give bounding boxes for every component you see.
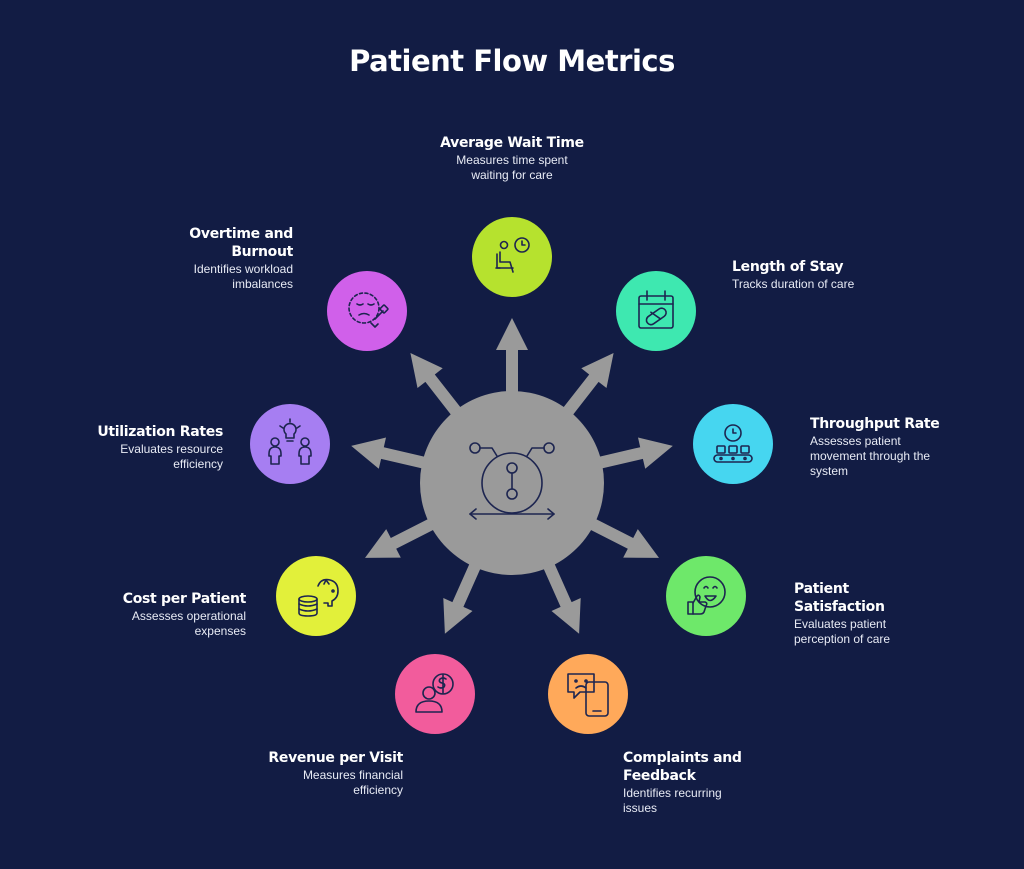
label-complaints-and-feedback: Complaints and Feedback Identifies recur… (623, 749, 813, 816)
metric-circle (327, 271, 407, 351)
metric-desc: Identifies workload imbalances (193, 262, 293, 291)
arrow-cost-per-patient (365, 514, 444, 558)
metric-desc: Evaluates resource efficiency (120, 442, 223, 471)
radial-arrows (351, 318, 673, 634)
label-utilization-rates: Utilization Rates Evaluates resource eff… (33, 423, 223, 472)
hub (420, 391, 604, 575)
arrow-throughput-rate (588, 437, 673, 471)
metric-node-cost-per-patient (276, 556, 356, 636)
metric-desc: Identifies recurring issues (623, 786, 722, 815)
arrow-revenue-per-visit (443, 553, 485, 634)
metric-title: Throughput Rate (810, 416, 940, 432)
label-patient-satisfaction: Patient Satisfaction Evaluates patient p… (794, 580, 984, 647)
piggy-bank-coins-icon (298, 578, 339, 617)
metric-title: Complaints and Feedback (623, 750, 742, 784)
metric-node-patient-satisfaction (666, 556, 746, 636)
metric-node-complaints-and-feedback (548, 654, 628, 734)
metric-circle (693, 404, 773, 484)
metric-title: Revenue per Visit (268, 750, 403, 766)
metric-title: Average Wait Time (440, 135, 584, 151)
tired-face-icon (348, 292, 389, 328)
metric-title: Length of Stay (732, 259, 844, 275)
smiley-thumbs-up-icon (687, 576, 726, 615)
metric-circle (472, 217, 552, 297)
phone-sad-message-icon (567, 673, 609, 717)
metric-desc: Assesses patient movement through the sy… (810, 434, 931, 478)
metric-node-overtime-and-burnout (327, 271, 407, 351)
label-revenue-per-visit: Revenue per Visit Measures financial eff… (213, 749, 403, 798)
label-average-wait-time: Average Wait Time Measures time spent wa… (417, 134, 607, 183)
conveyor-clock-icon (713, 424, 753, 463)
label-overtime-and-burnout: Overtime and Burnout Identifies workload… (103, 225, 293, 292)
metric-node-revenue-per-visit (395, 654, 475, 734)
arrow-overtime-and-burnout (410, 353, 468, 424)
metric-nodes (250, 217, 773, 734)
arrow-average-wait-time (496, 318, 528, 403)
arrow-utilization-rates (351, 437, 436, 471)
metric-circle (548, 654, 628, 734)
calendar-pill-icon (638, 290, 674, 329)
metric-node-throughput-rate (693, 404, 773, 484)
arrow-length-of-stay (556, 353, 614, 424)
metric-desc: Tracks duration of care (732, 277, 855, 291)
metric-desc: Measures financial efficiency (302, 768, 403, 797)
label-length-of-stay: Length of Stay Tracks duration of care (732, 258, 922, 292)
arrow-complaints-and-feedback (539, 553, 581, 634)
metric-desc: Measures time spent waiting for care (456, 153, 568, 182)
metric-title: Utilization Rates (97, 424, 223, 440)
metric-desc: Assesses operational expenses (131, 609, 246, 638)
metric-desc: Evaluates patient perception of care (794, 617, 891, 646)
metric-node-average-wait-time (472, 217, 552, 297)
metric-circle (276, 556, 356, 636)
metric-node-utilization-rates (250, 404, 330, 484)
page-title: Patient Flow Metrics (349, 44, 675, 78)
process-flow-icon (469, 442, 555, 520)
people-lightbulb-icon (268, 418, 312, 465)
metric-circle (250, 404, 330, 484)
label-throughput-rate: Throughput Rate Assesses patient movemen… (810, 415, 1000, 479)
metric-title: Overtime and Burnout (189, 226, 293, 260)
waiting-chair-clock-icon (495, 237, 530, 273)
arrow-patient-satisfaction (580, 514, 659, 558)
metric-title: Patient Satisfaction (794, 581, 885, 615)
metric-node-length-of-stay (616, 271, 696, 351)
metric-title: Cost per Patient (122, 591, 247, 607)
label-cost-per-patient: Cost per Patient Assesses operational ex… (56, 590, 247, 639)
person-dollar-icon (415, 673, 454, 713)
